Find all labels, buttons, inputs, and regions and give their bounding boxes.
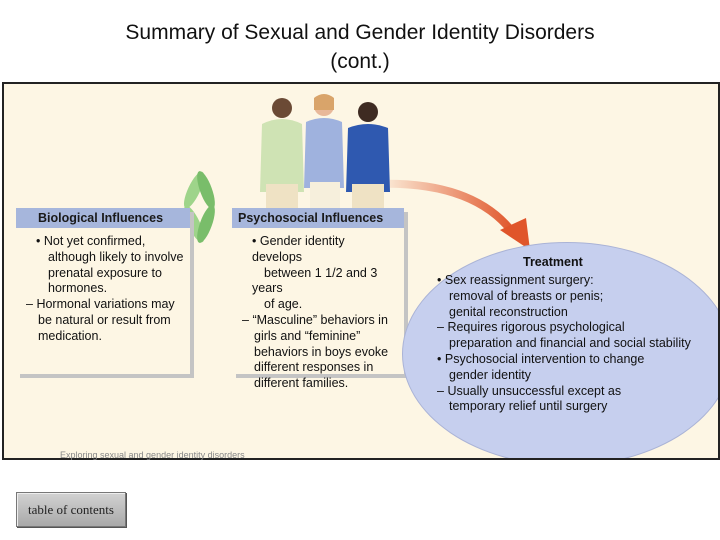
treatment-item-4: – Usually unsuccessful except as tempora… xyxy=(437,383,622,414)
biological-list: • Not yet confirmed, although likely to … xyxy=(16,228,190,345)
treatment-item-3: • Psychosocial intervention to change ge… xyxy=(437,351,645,382)
biological-header: Biological Influences xyxy=(16,208,190,228)
psychosocial-header: Psychosocial Influences xyxy=(232,208,404,228)
biological-item-1: • Not yet confirmed, although likely to … xyxy=(36,234,184,296)
psychosocial-list: • Gender identity develops between 1 1/2… xyxy=(232,228,404,392)
psychosocial-item-2: – “Masculine” behaviors in girls and “fe… xyxy=(242,312,389,391)
chromosome-icon xyxy=(183,171,215,243)
table-of-contents-button[interactable]: table of contents xyxy=(16,492,126,527)
diagram-frame: Biological Influences • Not yet confirme… xyxy=(2,82,720,460)
biological-item-2: – Hormonal variations may be natural or … xyxy=(26,297,175,343)
psychosocial-item-1: • Gender identity develops between 1 1/2… xyxy=(252,234,378,312)
treatment-header: Treatment xyxy=(523,255,583,269)
treatment-item-1: • Sex reassignment surgery: removal of b… xyxy=(437,273,604,319)
treatment-item-2: – Requires rigorous psychological prepar… xyxy=(437,320,691,351)
figure-caption: Exploring sexual and gender identity dis… xyxy=(60,450,245,460)
treatment-oval: Treatment • Sex reassignment surgery: re… xyxy=(402,242,718,458)
title-line-1: Summary of Sexual and Gender Identity Di… xyxy=(125,21,595,44)
title-line-2: (cont.) xyxy=(330,50,390,73)
slide-title: Summary of Sexual and Gender Identity Di… xyxy=(0,18,720,76)
biological-influences-box: Biological Influences • Not yet confirme… xyxy=(16,208,190,374)
psychosocial-influences-box: Psychosocial Influences • Gender identit… xyxy=(232,208,404,390)
curved-arrow-icon xyxy=(373,179,530,250)
treatment-list: • Sex reassignment surgery: removal of b… xyxy=(437,273,718,415)
people-group-illustration xyxy=(260,94,390,218)
